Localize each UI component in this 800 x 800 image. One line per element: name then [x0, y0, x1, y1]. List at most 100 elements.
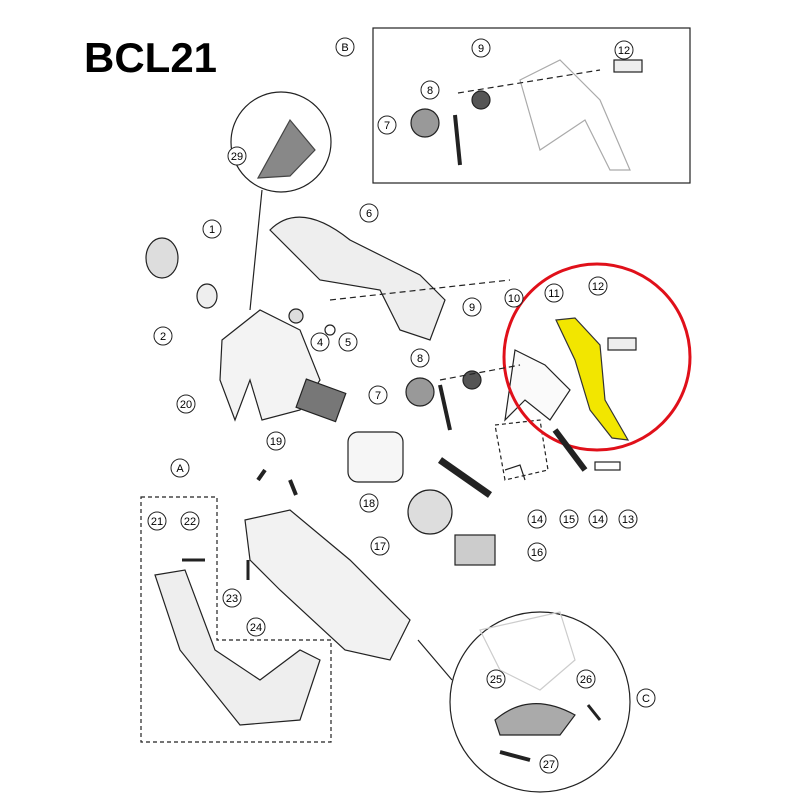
callout-18: 18	[359, 493, 379, 513]
part-6-handle	[269, 216, 446, 341]
callout-label: 13	[622, 514, 634, 526]
callout-21: 21	[147, 511, 167, 531]
faded-detail	[479, 611, 576, 691]
callout-circle	[359, 493, 379, 513]
part-29	[256, 118, 316, 179]
callout-label: 24	[250, 622, 262, 634]
part-9	[462, 370, 482, 390]
callout-25: 25	[486, 669, 506, 689]
callout-label: 11	[548, 288, 559, 300]
callout-circle	[370, 536, 390, 556]
magnifier-c	[449, 611, 631, 793]
callout-circle	[359, 203, 379, 223]
callout-8: 8	[420, 80, 440, 100]
callout-circle	[614, 40, 634, 60]
callout-label: 6	[366, 208, 372, 220]
part-14-b	[552, 428, 588, 472]
callout-label: 26	[580, 674, 592, 686]
detail-box-a	[140, 496, 332, 743]
callout-2: 2	[153, 326, 173, 346]
part-18	[347, 431, 404, 483]
callout-7: 7	[377, 115, 397, 135]
callout-label: 9	[478, 43, 484, 55]
callout-label: 4	[317, 337, 323, 349]
callout-17: 17	[370, 536, 390, 556]
part-blade-b	[519, 59, 631, 171]
callout-A: A	[170, 458, 190, 478]
part-13	[594, 461, 621, 471]
detail-box-b	[372, 27, 691, 184]
callout-11: 11	[544, 283, 564, 303]
magnifier-29	[230, 91, 332, 193]
callout-circle	[544, 283, 564, 303]
part-14	[437, 457, 493, 498]
callout-5: 5	[338, 332, 358, 352]
callout-circle	[410, 348, 430, 368]
callout-label: 8	[417, 353, 423, 365]
part-11-highlighted	[555, 317, 630, 441]
callout-23: 23	[222, 588, 242, 608]
callout-22: 22	[180, 511, 200, 531]
callout-label: 7	[384, 120, 390, 132]
callout-27: 27	[539, 754, 559, 774]
callout-7: 7	[368, 385, 388, 405]
callout-15: 15	[559, 509, 579, 529]
callout-circle	[335, 37, 355, 57]
callout-label: 20	[180, 399, 192, 411]
callout-circle	[222, 588, 242, 608]
callout-label: 14	[531, 514, 543, 526]
callout-24: 24	[246, 617, 266, 637]
callout-circle	[462, 297, 482, 317]
callout-label: 17	[374, 541, 386, 553]
callout-label: 16	[531, 547, 543, 559]
callout-1: 1	[202, 219, 222, 239]
callout-9: 9	[471, 38, 491, 58]
callout-label: 12	[592, 281, 604, 293]
callout-circle	[153, 326, 173, 346]
callout-label: 8	[427, 85, 433, 97]
callout-label: 25	[490, 674, 502, 686]
callout-circle	[310, 332, 330, 352]
callout-10: 10	[504, 288, 524, 308]
callout-C: C	[636, 688, 656, 708]
callout-circle	[618, 509, 638, 529]
callout-circle	[420, 80, 440, 100]
callout-label: 15	[563, 514, 575, 526]
callout-circle	[576, 669, 596, 689]
callout-circle	[368, 385, 388, 405]
part-12-b	[613, 59, 643, 73]
callout-label: 1	[209, 224, 215, 236]
callout-29: 29	[227, 146, 247, 166]
callout-circle	[504, 288, 524, 308]
part-26	[586, 704, 602, 721]
callout-label: 21	[151, 516, 163, 528]
callout-circle	[471, 38, 491, 58]
part-7-b	[410, 108, 440, 138]
callout-label: 7	[375, 390, 381, 402]
callout-12: 12	[588, 276, 608, 296]
callout-4: 4	[310, 332, 330, 352]
callout-label: 19	[270, 436, 282, 448]
part-4	[288, 308, 304, 324]
callout-16: 16	[527, 542, 547, 562]
part-8	[438, 384, 452, 431]
callout-label: A	[176, 463, 184, 475]
callout-circle	[180, 511, 200, 531]
callout-label: 10	[508, 293, 520, 305]
callout-circle	[377, 115, 397, 135]
part-10-blade	[504, 349, 571, 422]
callout-circle	[539, 754, 559, 774]
callout-circle	[636, 688, 656, 708]
part-7	[405, 377, 435, 407]
part-1	[145, 237, 179, 279]
callout-label: 29	[231, 151, 243, 163]
callout-8: 8	[410, 348, 430, 368]
callout-circle	[246, 617, 266, 637]
group-box	[494, 419, 549, 481]
part-16	[454, 534, 496, 566]
threaded-shaft	[295, 378, 347, 423]
callout-20: 20	[176, 394, 196, 414]
callout-label: 2	[160, 331, 166, 343]
